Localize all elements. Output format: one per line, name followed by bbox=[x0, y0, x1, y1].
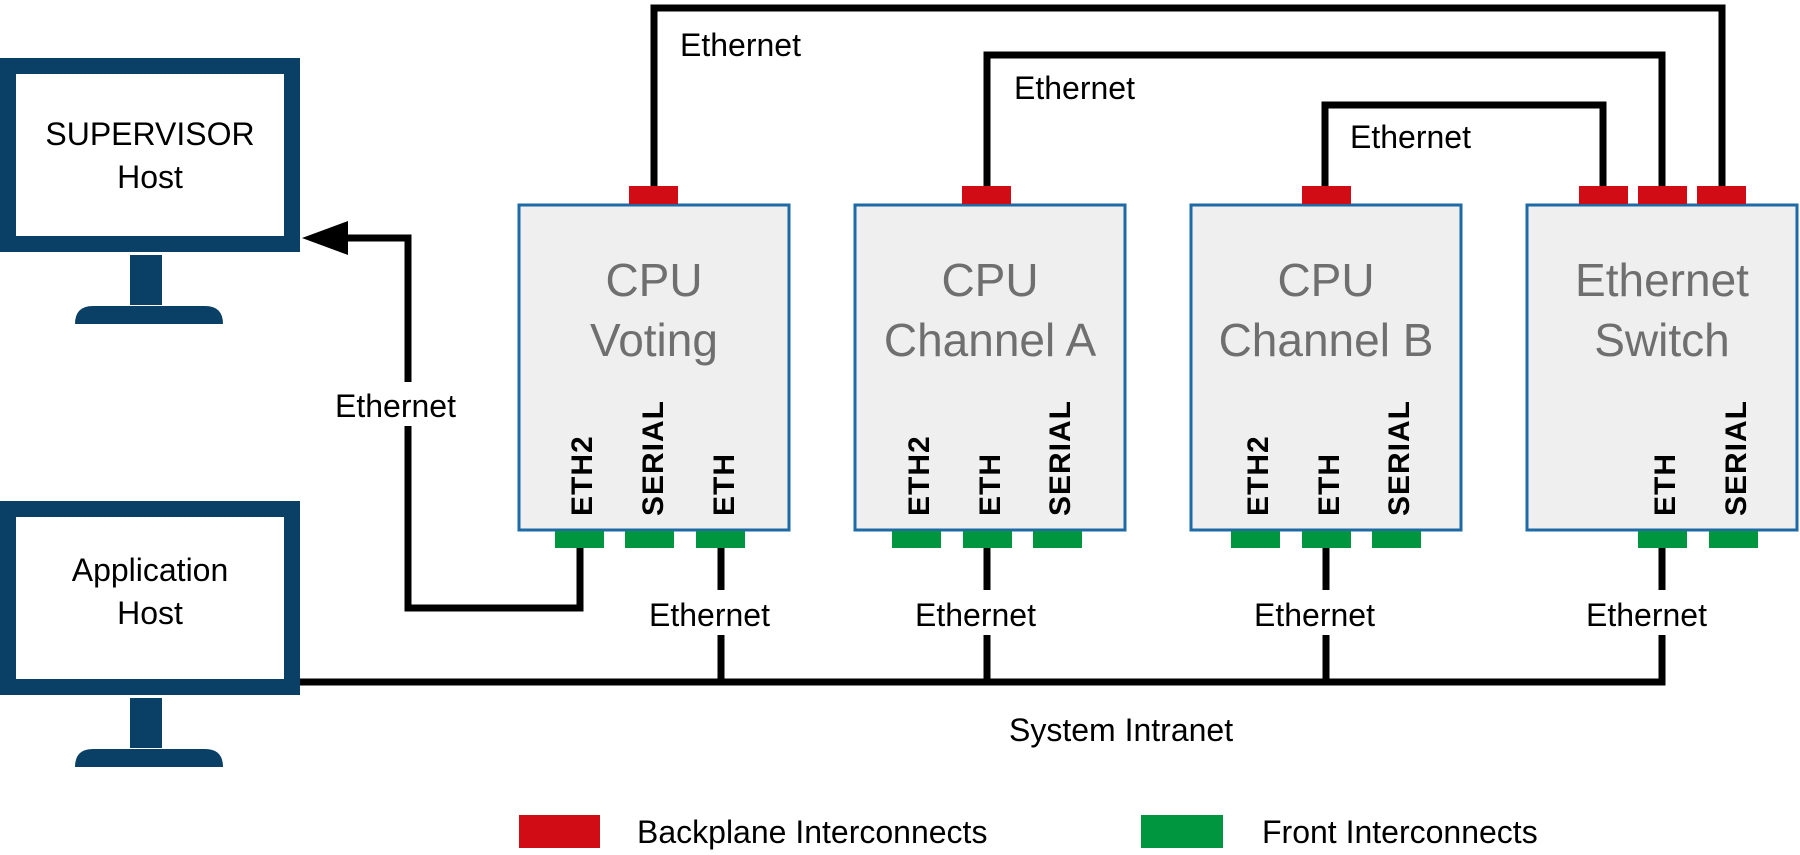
module-cpu-channel-b[interactable]: CPU Channel B ETH2 ETH SERIAL bbox=[1189, 186, 1463, 548]
legend-swatch-front bbox=[1141, 815, 1223, 848]
front-port-eth bbox=[1302, 531, 1351, 548]
backplane-port bbox=[1302, 186, 1351, 204]
label-ethernet-channel-a: Ethernet bbox=[1014, 70, 1135, 106]
module-cpu-channel-a[interactable]: CPU Channel A ETH2 ETH SERIAL bbox=[853, 186, 1127, 548]
port-label: ETH2 bbox=[903, 435, 936, 516]
module-title-line1: Ethernet bbox=[1575, 254, 1749, 306]
arrowhead-icon bbox=[302, 221, 348, 255]
port-label: SERIAL bbox=[637, 400, 670, 516]
monitor-icon bbox=[0, 58, 300, 252]
label-ethernet-channel-b-bus: Ethernet bbox=[1254, 597, 1375, 633]
front-port-eth2 bbox=[1231, 531, 1280, 548]
legend-swatch-backplane bbox=[519, 815, 600, 848]
supervisor-host-line2: Host bbox=[117, 159, 183, 195]
monitor-icon bbox=[0, 501, 300, 695]
front-port-eth2 bbox=[892, 531, 941, 548]
backplane-port bbox=[1638, 186, 1687, 204]
label-ethernet-channel-a-bus: Ethernet bbox=[915, 597, 1036, 633]
label-ethernet-switch-bus: Ethernet bbox=[1586, 597, 1707, 633]
supervisor-host[interactable]: SUPERVISOR Host bbox=[0, 58, 300, 324]
front-port-eth bbox=[1638, 531, 1687, 548]
module-ethernet-switch[interactable]: Ethernet Switch ETH SERIAL bbox=[1525, 186, 1799, 548]
legend-label-backplane: Backplane Interconnects bbox=[637, 814, 987, 850]
module-title-line2: Switch bbox=[1594, 314, 1729, 366]
label-system-intranet: System Intranet bbox=[1009, 712, 1233, 748]
front-port-eth2 bbox=[555, 531, 604, 548]
module-title-line2: Voting bbox=[590, 314, 718, 366]
front-port-eth bbox=[696, 531, 745, 548]
port-label: SERIAL bbox=[1044, 400, 1077, 516]
supervisor-host-line1: SUPERVISOR bbox=[45, 116, 254, 152]
port-label: ETH bbox=[708, 453, 741, 516]
wire-channel-a-switch bbox=[983, 51, 1666, 188]
front-port-serial bbox=[1033, 531, 1082, 548]
port-label: ETH bbox=[1313, 453, 1346, 516]
port-label: SERIAL bbox=[1383, 400, 1416, 516]
label-ethernet-voting-bus: Ethernet bbox=[649, 597, 770, 633]
legend-label-front: Front Interconnects bbox=[1262, 814, 1538, 850]
port-label: ETH2 bbox=[1242, 435, 1275, 516]
backplane-port bbox=[962, 186, 1011, 204]
label-ethernet-voting: Ethernet bbox=[680, 27, 801, 63]
wire-voting-switch bbox=[650, 4, 1726, 188]
module-title-line2: Channel A bbox=[884, 314, 1097, 366]
backplane-port bbox=[1697, 186, 1746, 204]
module-title-line1: CPU bbox=[941, 254, 1038, 306]
port-label: ETH bbox=[1649, 453, 1682, 516]
front-port-eth bbox=[963, 531, 1012, 548]
legend: Backplane Interconnects Front Interconne… bbox=[519, 814, 1538, 850]
front-port-serial bbox=[1709, 531, 1758, 548]
backplane-port bbox=[629, 186, 678, 204]
label-ethernet-supervisor: Ethernet bbox=[335, 388, 456, 424]
port-label: ETH bbox=[974, 453, 1007, 516]
wire-voting-supervisor bbox=[348, 234, 584, 612]
application-host-line1: Application bbox=[72, 552, 229, 588]
front-port-serial bbox=[1372, 531, 1421, 548]
module-cpu-voting[interactable]: CPU Voting ETH2 SERIAL ETH bbox=[517, 186, 791, 548]
module-title-line1: CPU bbox=[1277, 254, 1374, 306]
front-port-serial bbox=[625, 531, 674, 548]
wire-channel-b-switch bbox=[1321, 101, 1607, 188]
backplane-port bbox=[1579, 186, 1628, 204]
application-host-line2: Host bbox=[117, 595, 183, 631]
port-label: ETH2 bbox=[566, 435, 599, 516]
application-host[interactable]: Application Host bbox=[0, 501, 300, 767]
module-title-line2: Channel B bbox=[1219, 314, 1434, 366]
label-ethernet-channel-b: Ethernet bbox=[1350, 119, 1471, 155]
port-label: SERIAL bbox=[1720, 400, 1753, 516]
module-title-line1: CPU bbox=[605, 254, 702, 306]
